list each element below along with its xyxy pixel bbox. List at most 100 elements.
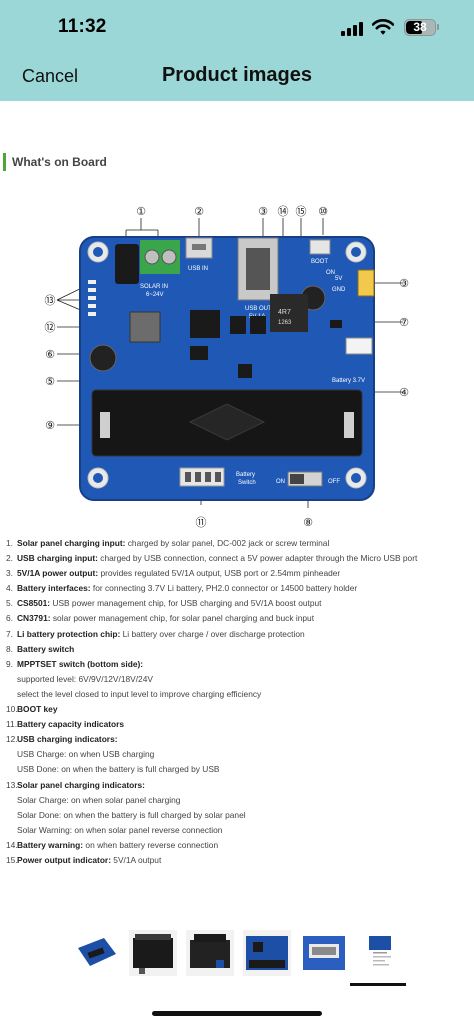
feature-description: 5V/1A output <box>110 854 162 865</box>
page-title: Product images <box>161 64 313 86</box>
callout-7: ⑦ <box>399 316 409 329</box>
on-label: ON <box>326 270 335 276</box>
feature-description: Li battery over charge / over discharge … <box>120 628 305 639</box>
feature-item: USB Charge: on when USB charging <box>6 747 474 762</box>
five-volt-label: 5V <box>335 276 342 282</box>
gnd-label: GND <box>332 287 346 293</box>
solar-voltage-label: 6~24V <box>146 292 164 298</box>
battery-icon: 38 <box>404 19 436 36</box>
cellular-signal-icon <box>341 22 365 36</box>
callout-10: ⑩ <box>318 205 328 218</box>
feature-label: Battery switch <box>17 643 75 654</box>
feature-detail: USB Done: on when the battery is full ch… <box>17 764 220 775</box>
feature-number: 11. <box>6 719 18 730</box>
battery-switch-label-2: Switch <box>238 480 256 486</box>
product-image[interactable]: SOLAR IN 6~24V USB IN USB OUT 5V 1A BOOT… <box>40 200 420 530</box>
feature-item: 13.Solar panel charging indicators: <box>6 778 474 793</box>
feature-item: select the level closed to input level t… <box>6 687 474 702</box>
feature-item: Solar Warning: on when solar panel rever… <box>6 823 474 838</box>
feature-description: charged by USB connection, connect a 5V … <box>97 553 418 564</box>
solar-in-label: SOLAR IN <box>140 284 168 290</box>
feature-item: 7.Li battery protection chip: Li battery… <box>6 627 474 642</box>
feature-number: 8. <box>6 643 13 654</box>
feature-label: Power output indicator: <box>17 854 111 865</box>
wifi-icon <box>372 19 394 35</box>
feature-item: 4.Battery interfaces: for connecting 3.7… <box>6 581 474 596</box>
feature-label: Battery interfaces: <box>17 583 91 594</box>
callout-9: ⑨ <box>45 419 55 432</box>
feature-description: provides regulated 5V/1A output, USB por… <box>98 568 341 579</box>
feature-item: Solar Charge: on when solar panel chargi… <box>6 793 474 808</box>
feature-list: 1. Solar panel charging input: charged by… <box>6 536 474 868</box>
feature-number: 10. <box>6 704 18 715</box>
feature-label: Solar panel charging input: <box>17 538 126 548</box>
feature-item: 12.USB charging indicators: <box>6 732 474 747</box>
callout-11: ⑪ <box>196 516 207 529</box>
home-indicator <box>152 1011 322 1016</box>
feature-label: USB charging indicators: <box>17 734 118 745</box>
battery-level: 38 <box>413 20 427 34</box>
feature-number: 2. <box>6 553 13 564</box>
callout-12: ⑫ <box>45 321 56 334</box>
feature-detail: supported level: 6V/9V/12V/18V/24V <box>17 673 153 684</box>
section-header: What's on Board <box>3 153 107 171</box>
callout-15: ⑮ <box>296 205 307 218</box>
callout-14: ⑭ <box>278 205 289 218</box>
feature-description: USB power management chip, for USB charg… <box>50 598 322 609</box>
thumbnail-selected-indicator <box>350 983 406 986</box>
switch-on-label: ON <box>276 479 285 485</box>
cancel-button[interactable]: Cancel <box>22 66 79 86</box>
feature-description: on when battery reverse connection <box>83 839 219 850</box>
thumbnail-6-selected[interactable] <box>357 930 405 976</box>
status-bar: 11:32 38 <box>0 0 474 56</box>
callout-4: ④ <box>399 386 409 399</box>
callout-1: ① <box>136 205 146 218</box>
inductor-label-2: 1263 <box>278 320 292 326</box>
callout-2: ② <box>194 205 204 218</box>
top-header: 11:32 38 Cancel Product images <box>0 0 474 101</box>
feature-number: 1. <box>6 538 13 548</box>
usb-in-label: USB IN <box>188 266 208 272</box>
feature-item: 1.Solar panel charging input: charged by… <box>6 536 474 551</box>
board-diagram: SOLAR IN 6~24V USB IN USB OUT 5V 1A BOOT… <box>45 205 410 529</box>
feature-number: 6. <box>6 613 13 624</box>
feature-item: 14.Battery warning: on when battery reve… <box>6 838 474 853</box>
feature-number: 14. <box>6 839 18 850</box>
feature-number: 13. <box>6 779 18 790</box>
battery-voltage-label: Battery 3.7V <box>332 378 365 384</box>
usb-out-label: USB OUT <box>245 306 272 312</box>
switch-off-label: OFF <box>328 479 340 485</box>
feature-item: 6.CN3791: solar power management chip, f… <box>6 611 474 626</box>
feature-item: supported level: 6V/9V/12V/18V/24V <box>6 672 474 687</box>
callout-3-top: ③ <box>258 205 268 218</box>
feature-label: Solar panel charging indicators: <box>17 779 145 790</box>
feature-label: Battery warning: <box>17 839 84 850</box>
thumbnail-2[interactable] <box>129 930 177 976</box>
feature-item: 9. MPPTSET switch (bottom side): <box>6 657 474 672</box>
callout-6: ⑥ <box>45 348 55 361</box>
feature-label: MPPTSET switch (bottom side): <box>17 658 144 669</box>
feature-label: Battery capacity indicators <box>17 719 125 730</box>
thumbnail-3[interactable] <box>186 930 234 976</box>
feature-number: 7. <box>6 628 13 639</box>
feature-item: 11.Battery capacity indicators <box>6 717 474 732</box>
feature-label: CN3791: <box>17 613 51 624</box>
feature-number: 9. <box>6 658 13 669</box>
thumbnail-5[interactable] <box>300 930 348 976</box>
feature-item: 15.Power output indicator: 5V/1A output <box>6 853 474 868</box>
thumbnail-1[interactable] <box>72 930 120 976</box>
callout-8: ⑧ <box>303 516 313 529</box>
feature-number: 12. <box>6 734 18 745</box>
feature-item: 5.CS8501: USB power management chip, for… <box>6 596 474 611</box>
section-accent-bar <box>3 153 6 171</box>
feature-label: 5V/1A power output: <box>17 568 99 579</box>
feature-item: 3.5V/1A power output: provides regulated… <box>6 566 474 581</box>
thumbnail-4[interactable] <box>243 930 291 976</box>
nav-bar: Cancel Product images <box>0 56 474 101</box>
feature-detail: Solar Done: on when the battery is full … <box>17 809 246 820</box>
callout-13: ⑬ <box>45 294 56 307</box>
feature-detail: USB Charge: on when USB charging <box>17 749 155 760</box>
battery-switch-label-1: Battery <box>236 472 255 478</box>
feature-number: 4. <box>6 583 13 594</box>
feature-item: 8. Battery switch <box>6 642 474 657</box>
